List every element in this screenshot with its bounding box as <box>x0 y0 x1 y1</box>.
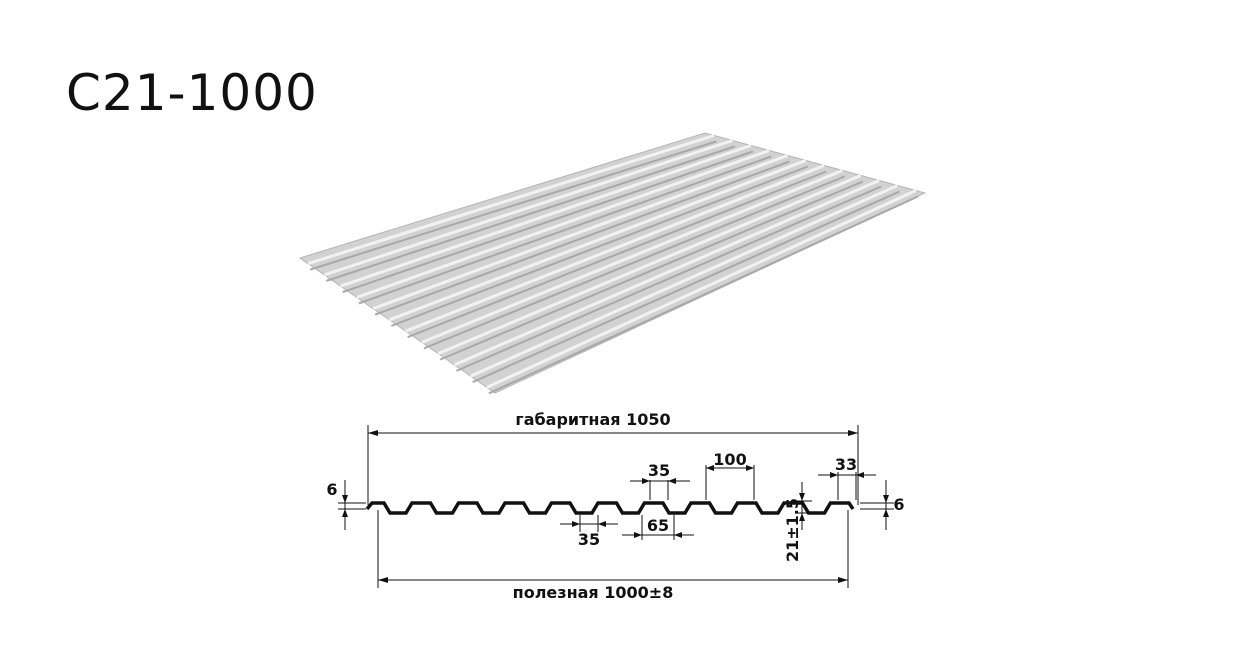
sheet-rib-highlight <box>437 174 862 356</box>
sheet-rib-shadow <box>423 175 845 350</box>
edge-label: 33 <box>835 455 857 474</box>
arrow <box>368 430 378 436</box>
arrow <box>342 509 348 517</box>
arrow <box>799 513 805 521</box>
arrow <box>706 465 714 471</box>
sheet-rib-shadow <box>374 160 790 316</box>
sheet-rib-highlight <box>421 169 844 344</box>
sheet-rib-shadow <box>309 140 717 271</box>
product-title: С21-1000 <box>66 64 318 122</box>
sheet-rib-highlight <box>356 149 770 299</box>
sheet-rib-shadow <box>391 165 809 327</box>
useful-width-label: полезная 1000±8 <box>513 583 674 602</box>
arrow <box>642 478 650 484</box>
sheet-ribs <box>307 134 919 395</box>
sheet-rib-highlight <box>486 189 917 389</box>
arrow <box>856 472 864 478</box>
arrow <box>598 521 606 527</box>
arrow <box>668 478 676 484</box>
arrow <box>799 493 805 501</box>
bottom-width-label: 35 <box>578 530 600 549</box>
arrow <box>746 465 754 471</box>
arrow <box>572 521 580 527</box>
right-edge-label: 6 <box>893 495 904 514</box>
sheet-rib-highlight <box>388 159 807 322</box>
bottom-span-label: 65 <box>647 516 669 535</box>
arrow <box>634 532 642 538</box>
arrow <box>838 577 848 583</box>
sheet-rib-highlight <box>470 184 899 378</box>
pitch-label: 100 <box>713 450 746 469</box>
arrow <box>674 532 682 538</box>
sheet-rib-highlight <box>372 154 789 311</box>
sheet-rib-shadow <box>455 185 882 372</box>
sheet-rib-shadow <box>326 145 735 282</box>
sheet-rib-shadow <box>358 155 772 305</box>
arrow <box>883 509 889 517</box>
arrow <box>848 430 858 436</box>
arrow <box>883 495 889 503</box>
overall-width-label: габаритная 1050 <box>515 410 670 429</box>
sheet-rib-highlight <box>323 139 733 277</box>
height-label: 21±1.5 <box>783 498 802 562</box>
sheet-rib-highlight <box>307 134 715 266</box>
sheet-rib-shadow <box>342 150 754 294</box>
top-width-label: 35 <box>648 461 670 480</box>
arrow <box>378 577 388 583</box>
arrow <box>830 472 838 478</box>
sheet-rib-highlight <box>340 144 752 288</box>
left-edge-label: 6 <box>326 480 337 499</box>
sheet-rib-shadow <box>472 190 900 384</box>
sheet-rib-highlight <box>453 179 880 367</box>
sheet-rib-highlight <box>405 164 825 333</box>
arrow <box>342 495 348 503</box>
sheet-rib-shadow <box>407 170 827 339</box>
sheet-rib-shadow <box>488 195 919 395</box>
profile-line <box>365 501 855 515</box>
sheet-rib-shadow <box>439 180 864 361</box>
